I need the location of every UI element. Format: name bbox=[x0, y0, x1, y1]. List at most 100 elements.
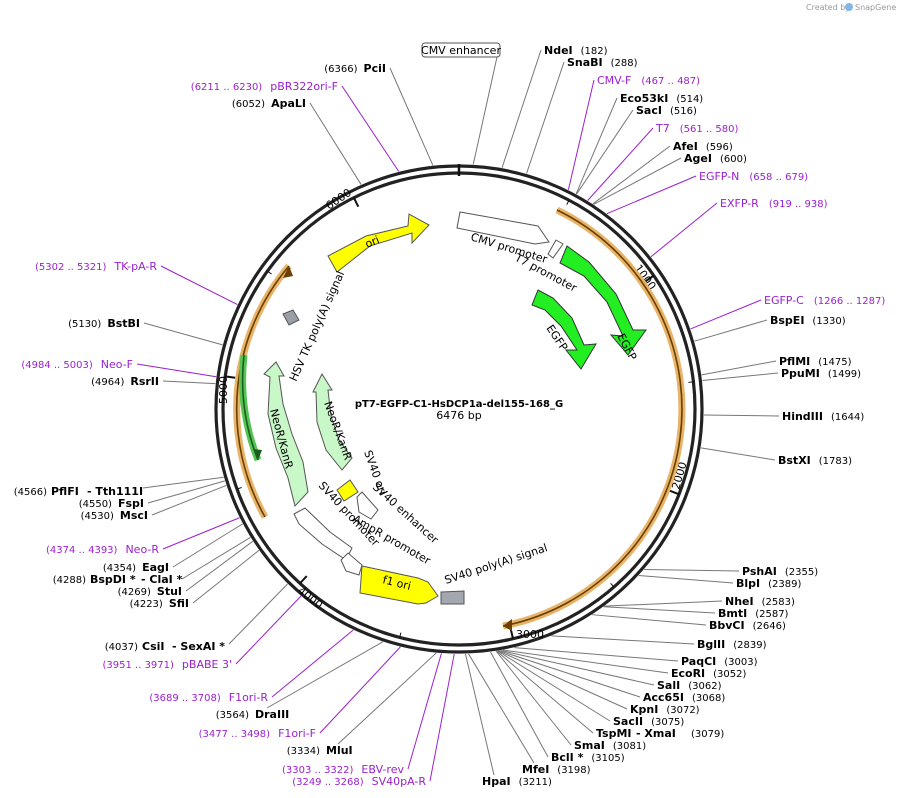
tick-mark bbox=[225, 375, 236, 379]
enzyme-position: (288) bbox=[611, 58, 638, 69]
enzyme-position: (4530) bbox=[81, 511, 114, 522]
enzyme-label: MfeI bbox=[522, 763, 549, 776]
primer-leader-line bbox=[162, 517, 240, 550]
primer-label: EGFP-C bbox=[764, 294, 804, 307]
tick-3000: 3000 bbox=[516, 628, 544, 641]
tick-mark bbox=[688, 381, 694, 383]
primer-leader-line bbox=[587, 127, 654, 201]
sv40-ori-box bbox=[336, 479, 359, 502]
enzyme-position: (3081) bbox=[613, 741, 646, 752]
primer-leader-line bbox=[235, 595, 302, 665]
enzyme-position: (3334) bbox=[287, 746, 320, 757]
enzyme-label: - Tth111I bbox=[87, 485, 143, 498]
enzyme-position: (600) bbox=[720, 154, 747, 165]
enzyme-leader-line bbox=[514, 647, 679, 662]
enzyme-position: (1475) bbox=[818, 357, 851, 368]
enzyme-leader-line bbox=[468, 653, 535, 764]
primer-position: (6211 .. 6230) bbox=[191, 82, 263, 93]
enzyme-label: BspDI * bbox=[90, 573, 136, 586]
primer-label: EGFP-N bbox=[699, 170, 739, 183]
enzyme-label: PflMI bbox=[779, 355, 810, 368]
primer-position: (919 .. 938) bbox=[769, 199, 828, 210]
primer-label: pBR322ori-F bbox=[270, 80, 338, 93]
enzyme-leader-line bbox=[389, 67, 434, 166]
enzyme-position: (3198) bbox=[557, 765, 590, 776]
enzyme-position: (2583) bbox=[762, 597, 795, 608]
primer-position: (3477 .. 3498) bbox=[199, 729, 271, 740]
enzyme-label: NheI bbox=[725, 595, 754, 608]
cmv-enhancer-box bbox=[421, 42, 501, 58]
primer-label: T7 bbox=[655, 122, 670, 135]
enzyme-label: EagI bbox=[142, 561, 169, 574]
enzyme-label: RsrII bbox=[130, 375, 159, 388]
enzyme-position: (3072) bbox=[666, 705, 699, 716]
enzyme-leader-line bbox=[337, 652, 437, 745]
enzyme-leader-line bbox=[151, 484, 227, 516]
credit-brand: SnapGene bbox=[855, 3, 896, 12]
enzyme-label: BmtI bbox=[718, 607, 747, 620]
plasmid-size: 6476 bp bbox=[436, 409, 481, 422]
primer-position: (3951 .. 3971) bbox=[103, 660, 175, 671]
plasmid-name: pT7-EGFP-C1-HsDCP1a-del155-168_G bbox=[355, 399, 563, 410]
enzyme-label: - XmaI bbox=[636, 727, 676, 740]
ampr-promoter-arrow bbox=[340, 552, 363, 576]
enzyme-label: HindIII bbox=[782, 410, 823, 423]
enzyme-position: (2389) bbox=[768, 579, 801, 590]
enzyme-leader-line bbox=[575, 97, 618, 195]
enzyme-label: StuI bbox=[157, 585, 182, 598]
enzyme-label: - ClaI * bbox=[141, 573, 183, 586]
enzyme-label: BstXI bbox=[778, 454, 811, 467]
primer-leader-line bbox=[319, 646, 401, 734]
enzyme-leader-line bbox=[700, 447, 776, 461]
feature-label-ori: ori bbox=[363, 233, 381, 250]
tick-mark bbox=[267, 270, 272, 275]
enzyme-position: (3052) bbox=[713, 669, 746, 680]
tick-marks bbox=[225, 197, 694, 639]
ori-arrow bbox=[327, 213, 430, 273]
enzyme-label: BglII bbox=[697, 638, 725, 651]
enzyme-position: (4354) bbox=[103, 563, 136, 574]
neo-orf-arrow-line bbox=[235, 265, 290, 518]
primer-leader-line bbox=[136, 363, 217, 378]
egfp-orf-arrowhead bbox=[503, 619, 512, 631]
enzyme-leader-line bbox=[147, 480, 225, 504]
site-labels: NdeI(182)SnaBI(288)Eco53kI(514)SacI(516)… bbox=[14, 44, 886, 788]
primer-leader-line bbox=[160, 265, 238, 305]
enzyme-position: (514) bbox=[676, 94, 703, 105]
enzyme-label: NdeI bbox=[544, 44, 573, 57]
enzyme-leader-line bbox=[703, 414, 780, 417]
primer-position: (4984 .. 5003) bbox=[21, 360, 93, 371]
enzyme-leader-line bbox=[496, 650, 594, 734]
enzyme-leader-line bbox=[185, 540, 254, 592]
neo-orf-arrowhead bbox=[283, 266, 293, 278]
enzyme-position: (3105) bbox=[591, 753, 624, 764]
enzyme-label: - SexAI * bbox=[172, 640, 225, 653]
enzyme-position: (3211) bbox=[519, 777, 552, 788]
enzyme-position: (4288) bbox=[53, 575, 86, 586]
enzyme-leader-line bbox=[181, 537, 251, 580]
enzyme-leader-line bbox=[702, 372, 779, 382]
enzyme-leader-line bbox=[694, 319, 768, 342]
tick-mark bbox=[669, 489, 680, 496]
enzyme-leader-line bbox=[604, 600, 723, 607]
enzyme-position: (3062) bbox=[688, 681, 721, 692]
enzyme-leader-line bbox=[701, 360, 777, 376]
enzyme-leader-line bbox=[162, 380, 216, 385]
neo-arrow-outer bbox=[263, 361, 309, 508]
enzyme-label: FspI bbox=[118, 497, 144, 510]
enzyme-label: TspMI bbox=[596, 727, 632, 740]
tick-mark bbox=[352, 197, 360, 208]
enzyme-label: SacI bbox=[636, 104, 662, 117]
enzyme-leader-line bbox=[266, 641, 384, 709]
enzyme-position: (4550) bbox=[79, 499, 112, 510]
enzyme-leader-line bbox=[500, 649, 655, 686]
primer-label: Neo-R bbox=[125, 543, 159, 556]
tick-6000: 6000 bbox=[323, 186, 353, 212]
enzyme-label: BspEI bbox=[770, 314, 804, 327]
snapgene-logo-icon bbox=[845, 3, 853, 11]
neo-arrow-inner bbox=[312, 372, 353, 471]
feature-label-sv40-polya: SV40 poly(A) signal bbox=[443, 541, 549, 587]
primer-label: TK-pA-R bbox=[113, 260, 157, 273]
enzyme-position: (1644) bbox=[831, 412, 864, 423]
